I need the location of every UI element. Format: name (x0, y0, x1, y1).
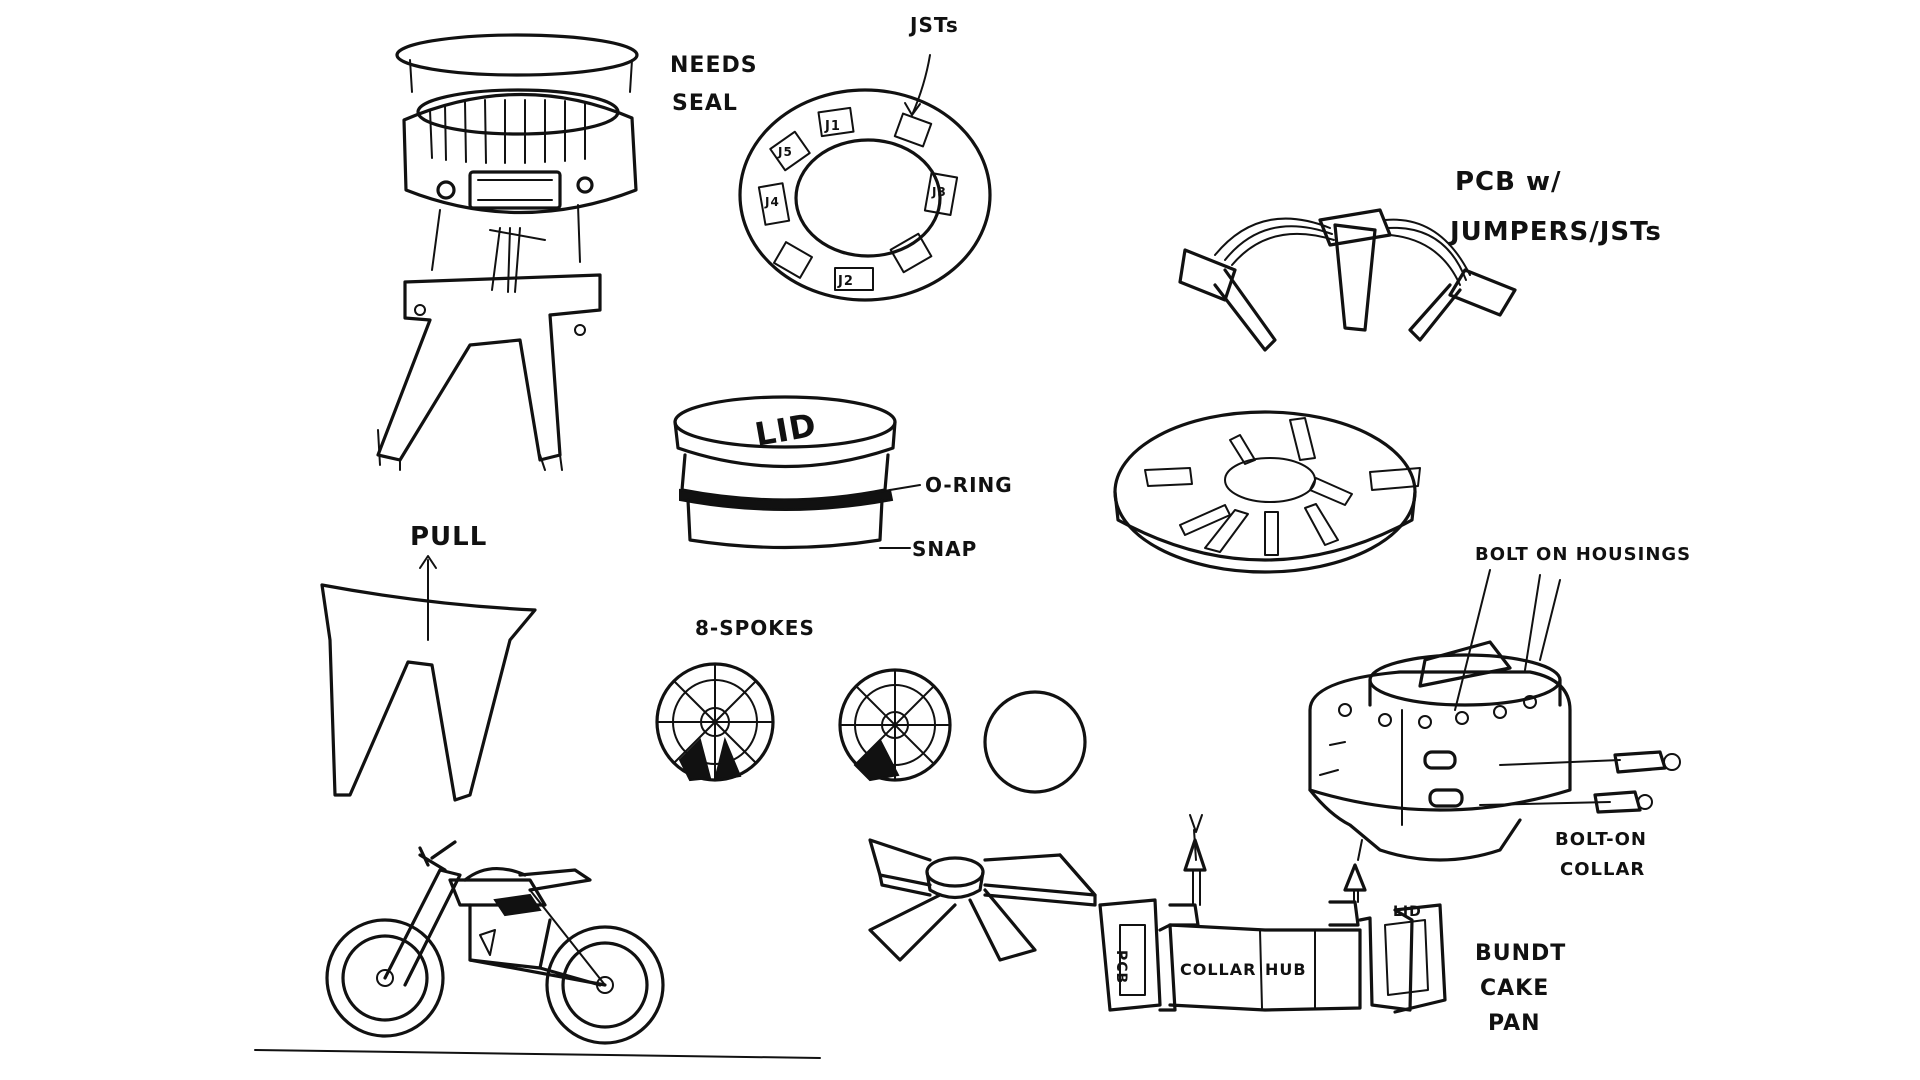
eight-spoke-wheels-sketch: 8-SPOKES (655, 616, 952, 782)
collar-label: COLLAR (1180, 960, 1256, 979)
hub-label: HUB (1265, 960, 1307, 979)
j2-label: J2 (837, 274, 854, 289)
pcb-label-1: PCB w/ (1455, 167, 1562, 197)
bolt-on-housing-sketch: BOLT ON HOUSINGS BOLT-ON COLLAR (1308, 544, 1691, 880)
o-ring-label: O-RING (925, 473, 1013, 497)
needs-seal-label-1: NEEDS (670, 53, 758, 78)
pcb-vertical-label: PCB (1113, 950, 1129, 984)
pcb-label-2: JUMPERS/JSTs (1448, 217, 1662, 247)
slotted-disc-sketch (1113, 410, 1421, 574)
jst-ring-sketch: J1 J2 J3 J4 J5 JSTs (738, 13, 992, 302)
j3-label: J3 (931, 185, 947, 199)
j1-label: J1 (824, 119, 841, 134)
bundt-label-2: CAKE (1480, 976, 1549, 1001)
j4-label: J4 (764, 195, 780, 209)
bolt-on-label-2: COLLAR (1560, 859, 1645, 880)
lid-small-label: LID (1393, 904, 1422, 920)
motorcycle-sketch (254, 840, 821, 1059)
enclosure-sketch: NEEDS SEAL (376, 33, 758, 471)
needs-seal-label-2: SEAL (672, 91, 738, 116)
lid-oring-sketch: LID O-RING SNAP (673, 395, 1013, 561)
bundt-label-3: PAN (1488, 1011, 1541, 1036)
snap-label: SNAP (912, 537, 977, 561)
eight-spokes-label: 8-SPOKES (695, 616, 815, 640)
fan-impeller-sketch (868, 690, 1097, 962)
bolt-on-label-1: BOLT-ON (1555, 829, 1647, 850)
pull-part-sketch: PULL (320, 522, 537, 802)
pull-label: PULL (410, 522, 487, 552)
pcb-jumpers-sketch: PCB w/ JUMPERS/JSTs (1178, 167, 1662, 352)
bolt-on-housings-label: BOLT ON HOUSINGS (1475, 544, 1691, 565)
bundt-pan-section-sketch: PCB COLLAR HUB LID BUNDT CAKE PAN (1098, 814, 1566, 1036)
jsts-label: JSTs (908, 13, 959, 37)
bundt-label-1: BUNDT (1475, 941, 1566, 966)
j5-label: J5 (777, 145, 793, 159)
